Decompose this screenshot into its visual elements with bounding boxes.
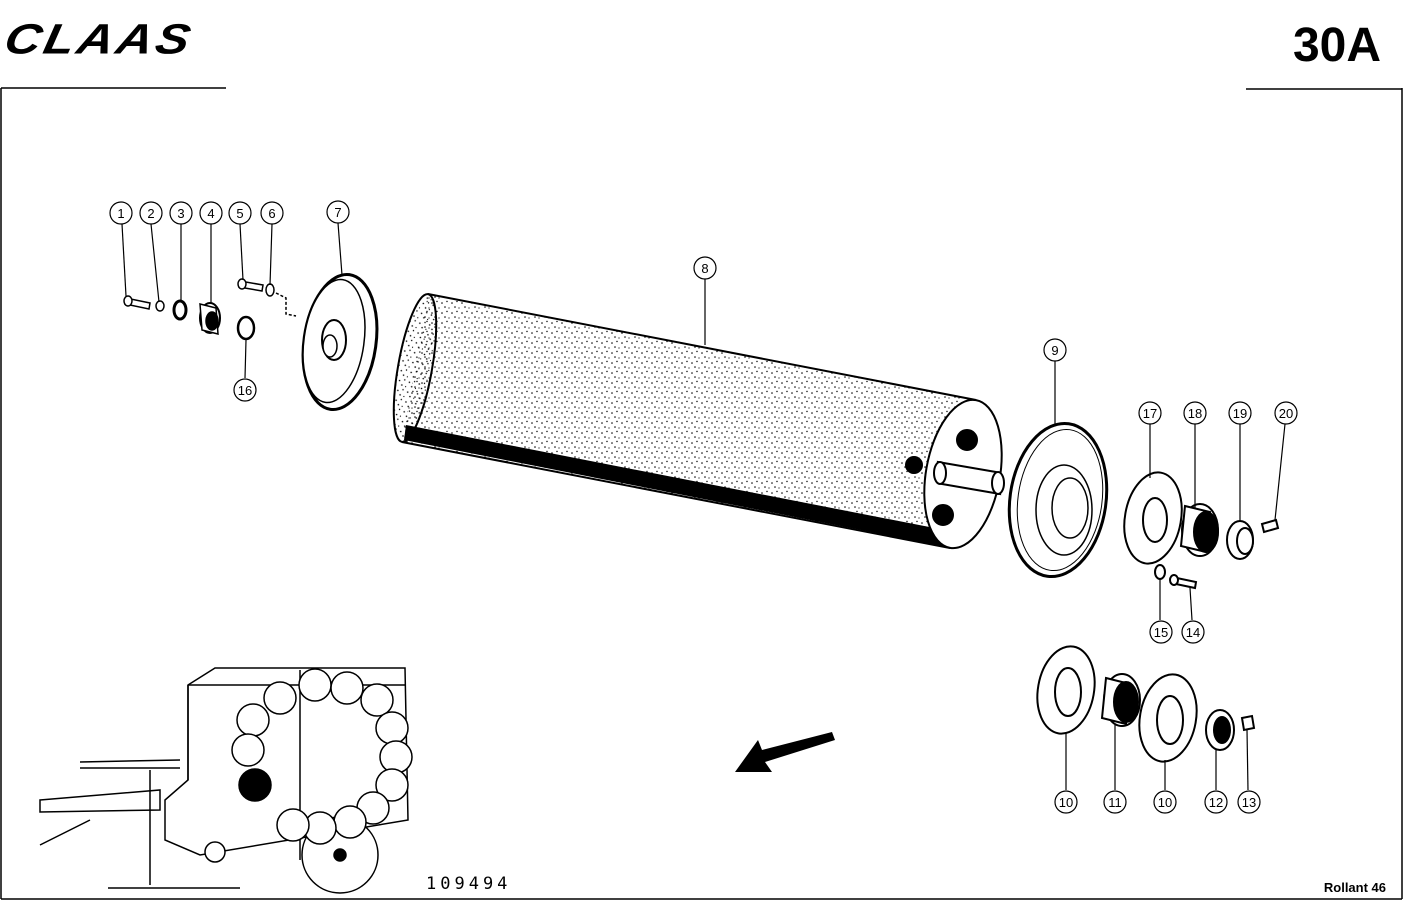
callout-10a: 10 xyxy=(1054,790,1078,814)
callout-11: 11 xyxy=(1103,790,1127,814)
callout-6: 6 xyxy=(260,201,284,225)
callout-8: 8 xyxy=(693,256,717,280)
callout-16: 16 xyxy=(233,378,257,402)
svg-text:18: 18 xyxy=(1188,406,1202,421)
callout-3: 3 xyxy=(169,201,193,225)
callout-19: 19 xyxy=(1228,401,1252,425)
bearing-assembly-lower xyxy=(1036,645,1256,763)
callout-9: 9 xyxy=(1043,338,1067,362)
flange-disc-right xyxy=(1007,421,1109,579)
svg-text:6: 6 xyxy=(268,206,275,221)
small-hardware-left xyxy=(123,278,297,341)
callout-4: 4 xyxy=(199,201,223,225)
bearing-assembly-upper xyxy=(1123,471,1280,590)
svg-text:7: 7 xyxy=(334,205,341,220)
direction-arrow xyxy=(735,732,835,772)
callout-20: 20 xyxy=(1274,401,1298,425)
model-name: Rollant 46 xyxy=(1323,880,1386,895)
callout-2: 2 xyxy=(139,201,163,225)
svg-text:8: 8 xyxy=(701,261,708,276)
page-number: 30A xyxy=(1292,19,1381,72)
svg-text:13: 13 xyxy=(1242,795,1256,810)
svg-text:19: 19 xyxy=(1233,406,1247,421)
svg-text:9: 9 xyxy=(1051,343,1058,358)
svg-text:5: 5 xyxy=(236,206,243,221)
callout-15: 15 xyxy=(1149,620,1173,644)
flange-disc-left xyxy=(301,272,379,412)
callout-13: 13 xyxy=(1237,790,1261,814)
callout-17: 17 xyxy=(1138,401,1162,425)
leader-lines xyxy=(121,222,1286,791)
callout-1: 1 xyxy=(109,201,133,225)
svg-text:4: 4 xyxy=(207,206,214,221)
svg-text:2: 2 xyxy=(147,206,154,221)
baler-location-sketch xyxy=(39,667,413,894)
roller-drum xyxy=(392,293,1005,550)
callout-7: 7 xyxy=(326,200,350,224)
svg-text:17: 17 xyxy=(1143,406,1157,421)
svg-text:1: 1 xyxy=(117,206,124,221)
callout-14: 14 xyxy=(1181,620,1205,644)
callout-5: 5 xyxy=(228,201,252,225)
callout-10b: 10 xyxy=(1153,790,1177,814)
drawing-number: 109494 xyxy=(426,874,512,894)
svg-text:15: 15 xyxy=(1154,625,1168,640)
callout-18: 18 xyxy=(1183,401,1207,425)
page-border xyxy=(0,87,1403,900)
svg-text:16: 16 xyxy=(238,383,252,398)
svg-text:12: 12 xyxy=(1209,795,1223,810)
svg-text:20: 20 xyxy=(1279,406,1293,421)
svg-text:14: 14 xyxy=(1186,625,1200,640)
brand-logo: CLAAS xyxy=(0,15,198,64)
svg-text:10: 10 xyxy=(1059,795,1073,810)
svg-text:11: 11 xyxy=(1108,795,1122,810)
svg-text:3: 3 xyxy=(177,206,184,221)
svg-text:10: 10 xyxy=(1158,795,1172,810)
callout-12: 12 xyxy=(1204,790,1228,814)
